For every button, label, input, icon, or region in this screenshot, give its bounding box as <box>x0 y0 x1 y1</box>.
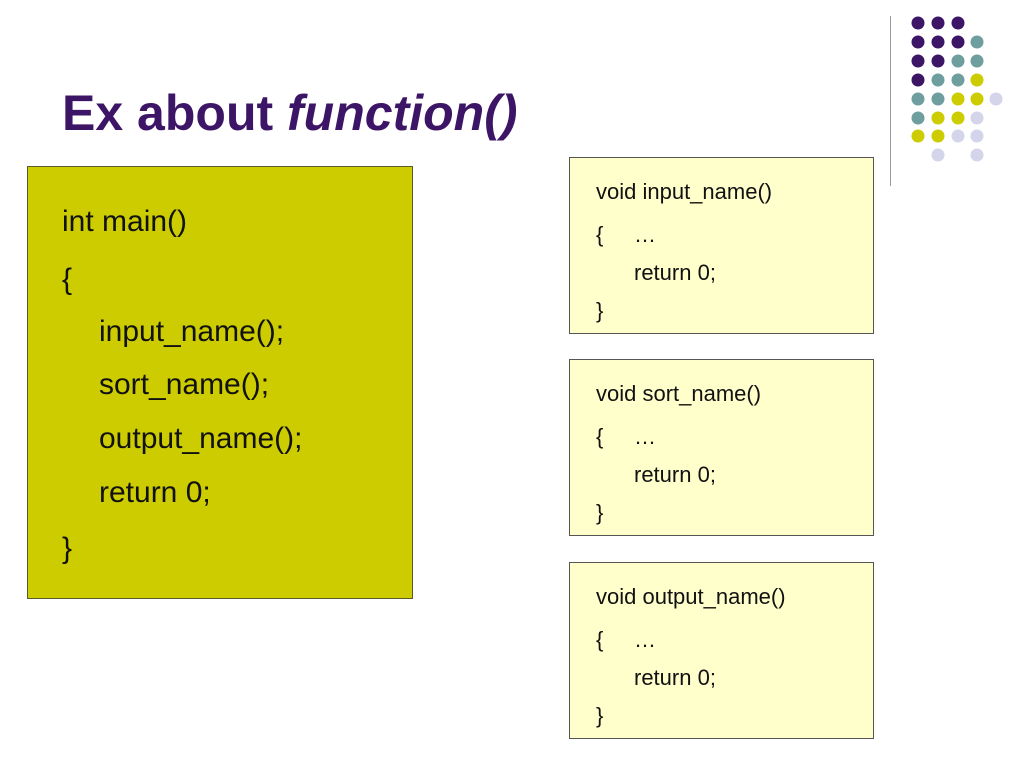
decor-dot <box>970 54 984 68</box>
title-italic: function() <box>287 85 518 141</box>
main-function-box: int main() { input_name(); sort_name(); … <box>27 166 413 599</box>
divider-line <box>890 16 891 186</box>
sort-name-function-box: void sort_name() { … return 0; } <box>569 359 874 536</box>
code-line: sort_name(); <box>99 368 270 401</box>
decor-dot <box>911 111 925 125</box>
decor-dot <box>911 92 925 106</box>
input-name-function-box: void input_name() { … return 0; } <box>569 157 874 334</box>
code-line: return 0; <box>99 476 211 509</box>
code-line: } <box>596 703 604 728</box>
code-line: { <box>596 222 604 247</box>
decor-dot <box>911 129 925 143</box>
code-line: input_name(); <box>99 315 285 348</box>
decor-dot <box>951 111 965 125</box>
output-name-function-box: void output_name() { … return 0; } <box>569 562 874 739</box>
decor-dot <box>970 111 984 125</box>
decor-dot <box>970 148 984 162</box>
decor-dot <box>951 35 965 49</box>
code-line: void sort_name() <box>596 381 762 406</box>
code-line: } <box>596 500 604 525</box>
decor-dot <box>931 54 945 68</box>
decor-dot <box>970 35 984 49</box>
decor-dot <box>911 73 925 87</box>
code-line: return 0; <box>634 665 716 690</box>
code-line: { <box>596 424 604 449</box>
code-line: return 0; <box>634 462 716 487</box>
code-line: return 0; <box>634 260 716 285</box>
decor-dot <box>931 73 945 87</box>
decor-dot <box>931 35 945 49</box>
decor-dot <box>911 54 925 68</box>
decor-dot <box>951 16 965 30</box>
code-line: … <box>634 627 656 652</box>
code-line: } <box>62 532 73 565</box>
decor-dot <box>951 73 965 87</box>
decor-dot <box>951 54 965 68</box>
code-line: … <box>634 424 656 449</box>
code-line: void output_name() <box>596 584 786 609</box>
decor-dot <box>970 129 984 143</box>
decor-dot <box>931 111 945 125</box>
decor-dot <box>951 129 965 143</box>
decor-dot <box>931 129 945 143</box>
code-line: … <box>634 222 656 247</box>
decor-dot <box>931 92 945 106</box>
code-line: } <box>596 298 604 323</box>
decor-dot <box>970 92 984 106</box>
decor-dot <box>951 92 965 106</box>
decor-dot <box>911 16 925 30</box>
code-line: int main() <box>62 205 188 238</box>
code-line: { <box>596 627 604 652</box>
decor-dot <box>931 148 945 162</box>
title-plain: Ex about <box>62 85 288 141</box>
decor-dot <box>911 35 925 49</box>
decor-dot <box>970 73 984 87</box>
slide-title: Ex about function() <box>62 88 518 138</box>
code-line: { <box>62 263 73 296</box>
code-line: output_name(); <box>99 422 303 455</box>
decor-dot <box>989 92 1003 106</box>
decor-dot <box>931 16 945 30</box>
code-line: void input_name() <box>596 179 773 204</box>
